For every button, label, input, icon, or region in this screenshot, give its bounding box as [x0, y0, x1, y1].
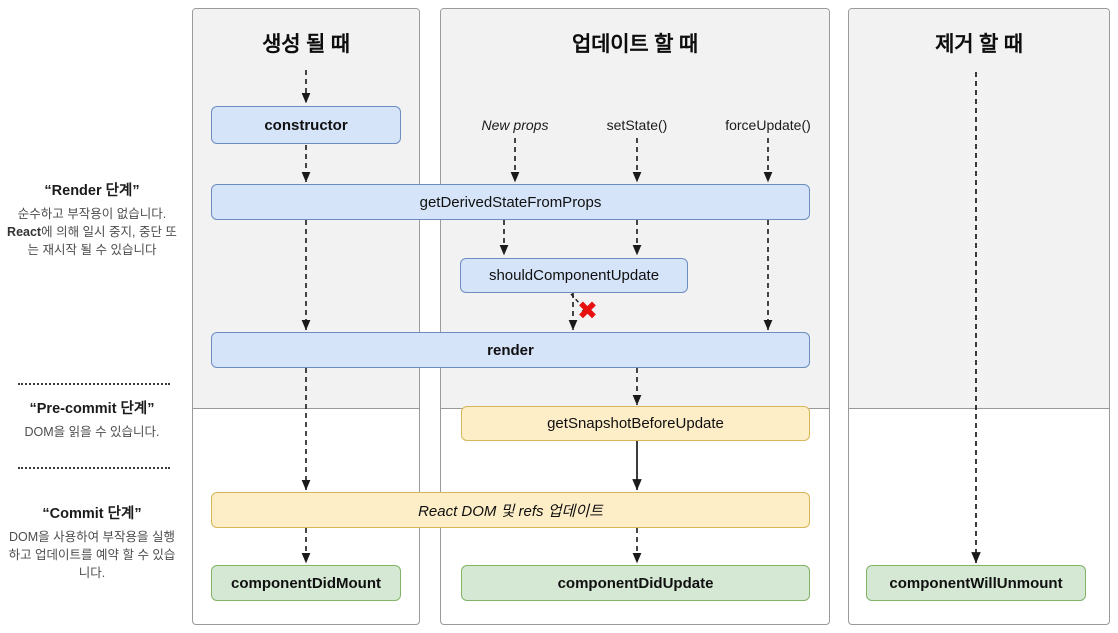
phase-legend-precommit-description: DOM을 읽을 수 있습니다. [24, 424, 160, 439]
phase-legend-commit-title: “Commit 단계” [42, 506, 142, 522]
column-unmounting-render-band [849, 9, 1109, 409]
column-mounting-title: 생성 될 때 [262, 33, 350, 56]
column-unmounting-title: 제거 할 때 [935, 33, 1023, 56]
phase-legend-render-description: 순수하고 부작용이 없습니다. React에 의해 일시 중지, 중단 또는 재… [7, 206, 177, 257]
phase-legend-precommit: “Pre-commit 단계” DOM을 읽을 수 있습니다. [4, 400, 180, 441]
phase-legend-render-title: “Render 단계” [44, 183, 140, 199]
node-should-component-update[interactable]: shouldComponentUpdate [460, 258, 688, 293]
phase-separator-bottom [18, 467, 170, 469]
column-updating-title: 업데이트 할 때 [572, 33, 698, 56]
column-unmounting: 제거 할 때 [848, 8, 1110, 625]
node-component-did-update[interactable]: componentDidUpdate [461, 565, 810, 601]
phase-legend-precommit-title: “Pre-commit 단계” [29, 401, 155, 417]
node-react-dom-and-refs-update[interactable]: React DOM 및 refs 업데이트 [211, 492, 810, 528]
node-get-snapshot-before-update[interactable]: getSnapshotBeforeUpdate [461, 406, 810, 441]
phase-separator-top [18, 383, 170, 385]
column-mounting: 생성 될 때 [192, 8, 420, 625]
node-component-did-mount[interactable]: componentDidMount [211, 565, 401, 601]
phase-legend-render: “Render 단계” 순수하고 부작용이 없습니다. React에 의해 일시… [4, 182, 180, 259]
phase-legend-commit: “Commit 단계” DOM을 사용하여 부작용을 실행하고 업데이트를 예약… [4, 505, 180, 582]
trigger-label-new-props: New props [481, 117, 549, 133]
skip-render-x-icon: ✖ [577, 296, 598, 325]
node-component-will-unmount[interactable]: componentWillUnmount [866, 565, 1086, 601]
node-get-derived-state-from-props[interactable]: getDerivedStateFromProps [211, 184, 810, 220]
node-render[interactable]: render [211, 332, 810, 368]
trigger-label-force-update: forceUpdate() [725, 117, 811, 133]
column-updating: 업데이트 할 때 [440, 8, 830, 625]
phase-legend-commit-description: DOM을 사용하여 부작용을 실행하고 업데이트를 예약 할 수 있습니다. [8, 529, 176, 580]
trigger-label-set-state: setState() [606, 117, 668, 133]
node-constructor[interactable]: constructor [211, 106, 401, 144]
